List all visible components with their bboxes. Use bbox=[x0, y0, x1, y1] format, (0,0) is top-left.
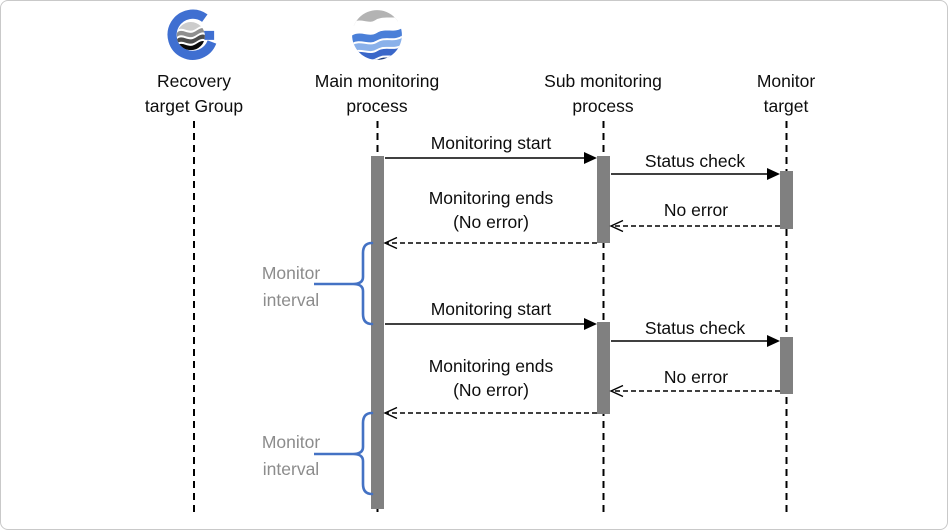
monitor-interval-label-2: Monitor interval bbox=[261, 432, 321, 479]
activation-bar-target-1 bbox=[780, 171, 793, 229]
arrow-status-check-1 bbox=[611, 168, 780, 180]
message-label-no-error-1: No error bbox=[663, 200, 729, 220]
lifeline-header-sub-monitoring-process: Sub monitoring process bbox=[493, 69, 713, 119]
arrow-monitoring-start-2 bbox=[385, 318, 597, 330]
lifeline-label-line: target Group bbox=[144, 96, 244, 116]
monitor-interval-label-1: Monitor interval bbox=[261, 263, 321, 310]
monitoring-globe-logo-icon bbox=[351, 9, 403, 61]
arrow-no-error-2 bbox=[609, 384, 780, 398]
lifeline-label-line: Main monitoring bbox=[314, 71, 440, 91]
lifeline-label-line: process bbox=[572, 96, 634, 116]
recovery-group-logo-icon bbox=[167, 9, 219, 61]
message-label-monitoring-ends-2: Monitoring ends (No error) bbox=[428, 356, 554, 400]
arrow-monitoring-ends-1 bbox=[383, 236, 597, 250]
lifeline-header-monitor-target: Monitor target bbox=[676, 69, 896, 119]
message-label-monitoring-ends-1: Monitoring ends (No error) bbox=[428, 188, 554, 232]
lifeline-label-line: target bbox=[763, 96, 809, 116]
monitor-interval-brace-2 bbox=[314, 411, 374, 496]
arrow-monitoring-start-1 bbox=[385, 152, 597, 164]
lifeline-header-main-monitoring-process: Main monitoring process bbox=[267, 69, 487, 119]
lifeline-label-line: Sub monitoring bbox=[544, 71, 662, 91]
arrow-status-check-2 bbox=[611, 335, 780, 347]
monitor-interval-brace-1 bbox=[314, 241, 374, 326]
message-label-monitoring-start-2: Monitoring start bbox=[430, 299, 552, 319]
arrow-no-error-1 bbox=[609, 219, 780, 233]
message-label-no-error-2: No error bbox=[663, 367, 729, 387]
activation-bar-sub-2 bbox=[597, 322, 610, 414]
lifeline-label-line: Monitor bbox=[756, 71, 816, 91]
message-label-status-check-2: Status check bbox=[644, 318, 746, 338]
activation-bar-main bbox=[371, 156, 384, 509]
activation-bar-sub-1 bbox=[597, 156, 610, 243]
arrow-monitoring-ends-2 bbox=[383, 406, 597, 420]
activation-bar-target-2 bbox=[780, 337, 793, 394]
lifeline-label-line: Recovery bbox=[157, 71, 231, 91]
lifeline-label-line: process bbox=[346, 96, 408, 116]
lifeline-header-recovery-target-group: Recovery target Group bbox=[84, 69, 304, 119]
message-label-monitoring-start-1: Monitoring start bbox=[430, 133, 552, 153]
message-label-status-check-1: Status check bbox=[644, 151, 746, 171]
